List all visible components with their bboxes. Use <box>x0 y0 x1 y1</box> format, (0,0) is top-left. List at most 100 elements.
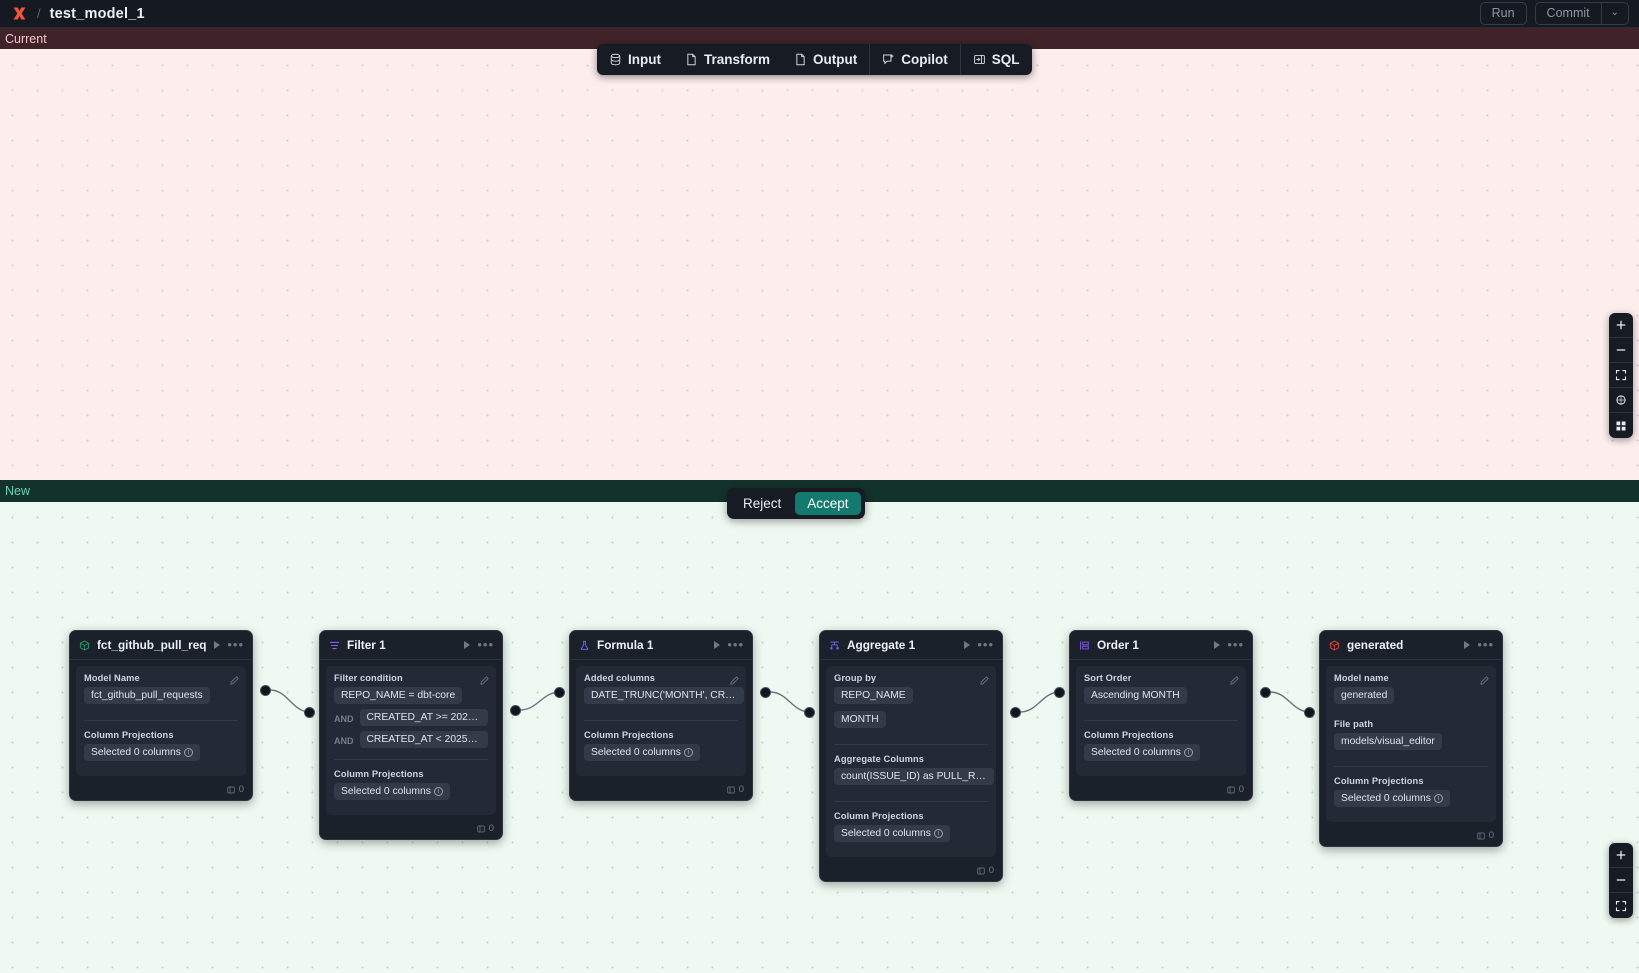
aggregate-columns-chip[interactable]: count(ISSUE_ID) as PULL_REQUEST_... <box>834 768 994 785</box>
model-name-chip[interactable]: fct_github_pull_requests <box>84 687 210 704</box>
zoom-out-button[interactable] <box>1609 868 1633 893</box>
info-icon[interactable]: i <box>933 829 943 838</box>
edit-pencil-icon[interactable] <box>980 672 989 690</box>
run-node-icon[interactable] <box>214 641 221 649</box>
edge-handle[interactable] <box>760 687 771 698</box>
run-node-icon[interactable] <box>714 641 721 649</box>
fit-view-button[interactable] <box>1609 363 1633 388</box>
group-by-chip[interactable]: MONTH <box>834 711 886 728</box>
database-icon <box>609 53 622 66</box>
current-pane-map-controls[interactable] <box>1609 313 1633 438</box>
commit-split-button[interactable]: Commit ⌄ <box>1534 2 1629 25</box>
added-columns-chip[interactable]: DATE_TRUNC('MONTH', CREATED_AT... <box>584 687 744 704</box>
sort-order-chip[interactable]: Ascending MONTH <box>1084 687 1187 704</box>
chip-text: Selected 0 columns <box>1091 747 1181 758</box>
node-fct-github-pull-requests[interactable]: fct_github_pull_requests ••• Model Name … <box>69 630 253 801</box>
x-logo-icon[interactable] <box>10 5 28 23</box>
new-canvas-pane[interactable]: New fct_github_pull_requests ••• Model <box>0 480 1639 973</box>
edit-pencil-icon[interactable] <box>480 672 489 690</box>
node-menu-icon[interactable]: ••• <box>1477 637 1494 652</box>
run-node-icon[interactable] <box>964 641 971 649</box>
info-icon[interactable]: i <box>1433 794 1443 803</box>
node-order-1[interactable]: Order 1 ••• Sort Order Ascending MONTH C… <box>1069 630 1253 801</box>
node-menu-icon[interactable]: ••• <box>727 637 744 652</box>
run-node-icon[interactable] <box>1464 641 1471 649</box>
toolbar-item-output[interactable]: Output <box>782 44 869 75</box>
zoom-in-button[interactable] <box>1609 843 1633 868</box>
accept-button[interactable]: Accept <box>795 492 861 515</box>
node-palette-toolbar[interactable]: Input Transform Output Copilot SQL <box>597 44 1032 75</box>
node-body: Group by REPO_NAME MONTH Aggregate Colum… <box>826 666 996 857</box>
reject-button[interactable]: Reject <box>731 492 793 515</box>
lock-button[interactable] <box>1609 388 1633 413</box>
top-bar-actions: Run Commit ⌄ <box>1479 2 1629 25</box>
zoom-out-button[interactable] <box>1609 338 1633 363</box>
info-icon[interactable]: i <box>683 748 693 757</box>
toolbar-item-sql[interactable]: SQL <box>959 44 1032 75</box>
info-icon[interactable]: i <box>1183 748 1193 757</box>
grid-button[interactable] <box>1609 413 1633 438</box>
commit-button[interactable]: Commit <box>1536 3 1601 24</box>
model-name-chip[interactable]: generated <box>1334 687 1395 704</box>
edit-pencil-icon[interactable] <box>1230 672 1239 690</box>
new-pane-map-controls[interactable] <box>1609 843 1633 918</box>
condition-chip[interactable]: CREATED_AT < 2025-03-01 <box>359 731 488 748</box>
edge-handle[interactable] <box>304 707 315 718</box>
toolbar-item-input[interactable]: Input <box>597 44 673 75</box>
filter-condition-row: REPO_NAME = dbt-core <box>334 687 488 706</box>
node-body: Sort Order Ascending MONTH Column Projec… <box>1076 666 1246 776</box>
field-label: Filter condition <box>334 673 403 683</box>
row-count: 0 <box>738 784 744 795</box>
toolbar-item-copilot[interactable]: Copilot <box>869 44 960 75</box>
condition-chip[interactable]: CREATED_AT >= 2024-12-01 <box>359 709 488 726</box>
node-menu-icon[interactable]: ••• <box>477 637 494 652</box>
node-menu-icon[interactable]: ••• <box>1227 637 1244 652</box>
current-canvas-pane[interactable]: Current <box>0 28 1639 480</box>
toolbar-item-transform[interactable]: Transform <box>673 44 782 75</box>
edge-handle[interactable] <box>804 707 815 718</box>
edge-handle[interactable] <box>554 687 565 698</box>
field-label: Model Name <box>84 673 140 683</box>
fit-view-button[interactable] <box>1609 893 1633 918</box>
node-formula-1[interactable]: Formula 1 ••• Added columns DATE_TRUNC('… <box>569 630 753 801</box>
edit-pencil-icon[interactable] <box>730 672 739 690</box>
group-by-chip[interactable]: REPO_NAME <box>834 687 913 704</box>
node-aggregate-1[interactable]: Aggregate 1 ••• Group by REPO_NAME MONTH… <box>819 630 1003 882</box>
info-icon[interactable]: i <box>183 748 193 757</box>
edge-handle[interactable] <box>510 705 521 716</box>
rows-icon <box>1227 786 1235 793</box>
node-generated[interactable]: generated ••• Model name generated File … <box>1319 630 1503 847</box>
chevron-down-icon[interactable]: ⌄ <box>1610 7 1619 18</box>
node-header: generated ••• <box>1320 631 1502 660</box>
edge-handle[interactable] <box>1010 707 1021 718</box>
edit-pencil-icon[interactable] <box>230 672 239 690</box>
info-icon[interactable]: i <box>433 787 443 796</box>
edge-handle[interactable] <box>260 685 271 696</box>
run-button[interactable]: Run <box>1479 2 1527 25</box>
condition-chip[interactable]: REPO_NAME = dbt-core <box>334 687 463 704</box>
file-path-chip[interactable]: models/visual_editor <box>1334 733 1442 750</box>
edge-handle[interactable] <box>1260 687 1271 698</box>
edge-handle[interactable] <box>1054 687 1065 698</box>
node-menu-icon[interactable]: ••• <box>227 637 244 652</box>
chip-text: Selected 0 columns <box>91 747 181 758</box>
node-menu-icon[interactable]: ••• <box>977 637 994 652</box>
node-body: Model Name fct_github_pull_requests Colu… <box>76 666 246 776</box>
edge-handle[interactable] <box>1304 707 1315 718</box>
aggregate-icon <box>829 640 840 651</box>
run-node-icon[interactable] <box>464 641 471 649</box>
edit-pencil-icon[interactable] <box>1480 672 1489 690</box>
row-count: 0 <box>1488 830 1494 841</box>
document-icon <box>685 53 698 66</box>
node-title: Aggregate 1 <box>847 638 916 652</box>
zoom-in-button[interactable] <box>1609 313 1633 338</box>
node-filter-1[interactable]: Filter 1 ••• Filter condition REPO_NAME … <box>319 630 503 840</box>
node-body: Model name generated File path models/vi… <box>1326 666 1496 822</box>
run-node-icon[interactable] <box>1214 641 1221 649</box>
